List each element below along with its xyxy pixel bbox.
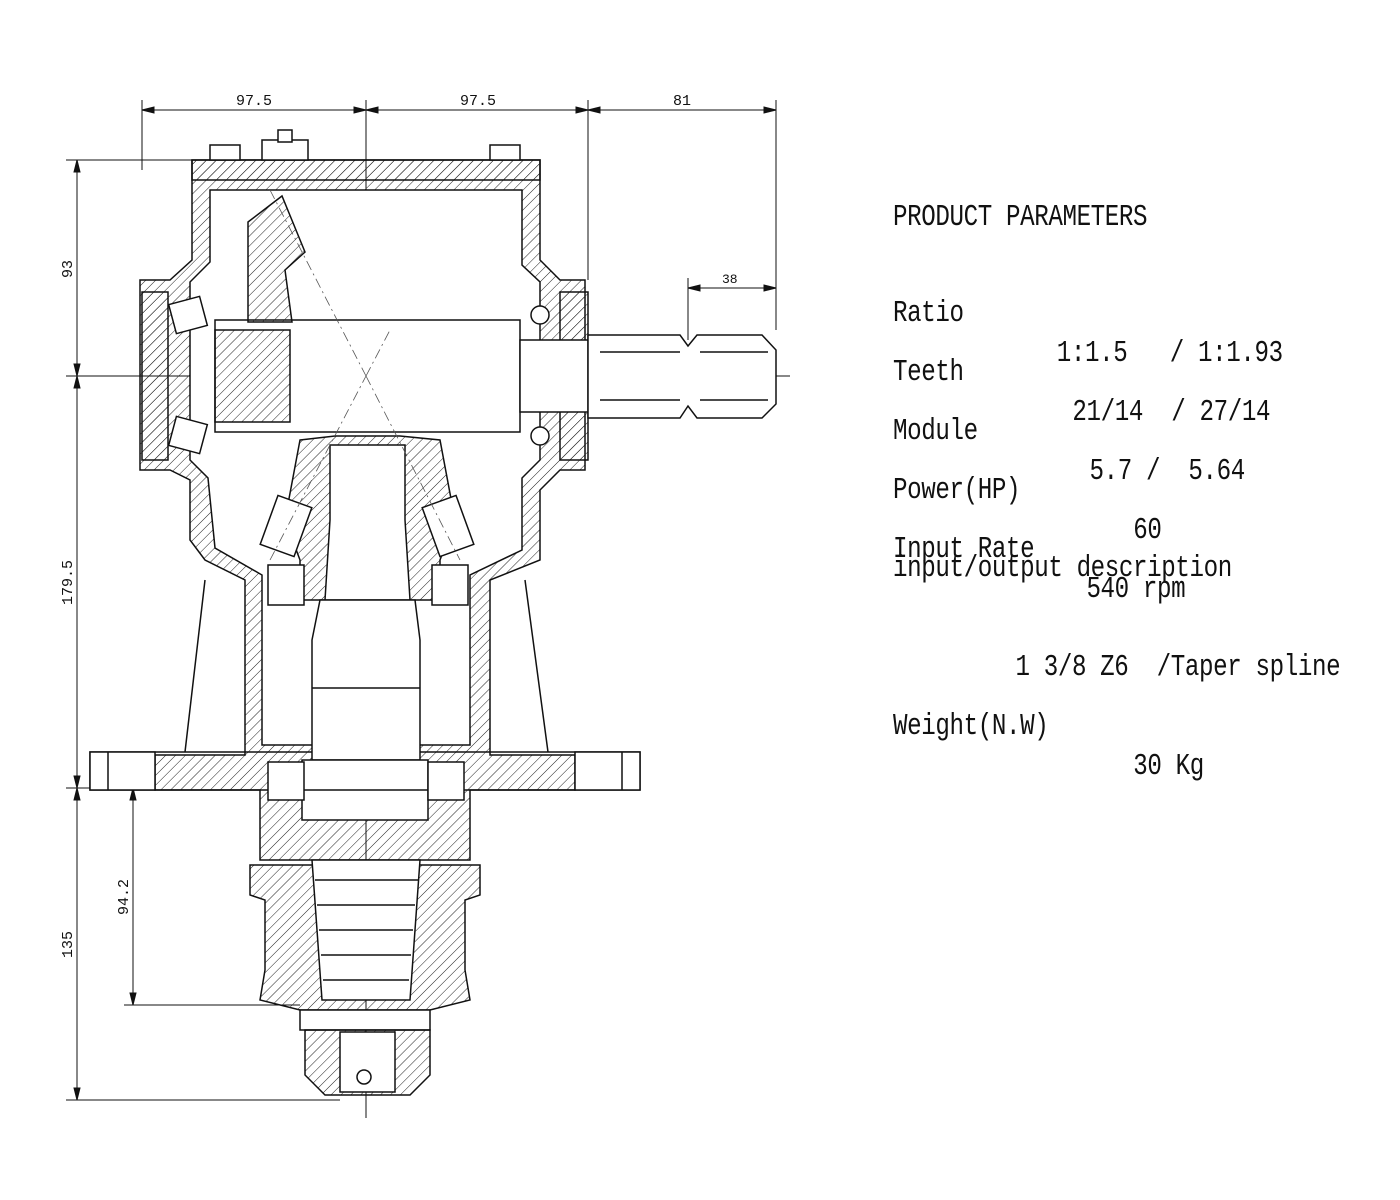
input-shaft [167,194,777,455]
io-description-value: 1 3/8 Z6 /Taper spline [1015,650,1341,685]
dim-left-lower: 135 [60,931,77,958]
teeth-row: Teeth 21/14 / 27/14 [893,313,1361,430]
power-row: Power(HP) 60 [893,431,1361,548]
weight-row: Weight(N.W) 30 Kg [893,667,1361,784]
teeth-label: Teeth [893,355,964,390]
io-description-label: input/output description [893,551,1232,586]
power-value: 60 [1133,513,1162,548]
module-label: Module [893,414,978,449]
dim-left-upper: 93 [60,260,77,278]
io-description-row: 1 3/8 Z6 /Taper spline [893,608,1361,685]
dim-inner-lower: 94.2 [116,879,133,915]
output-shaft [249,435,481,1096]
power-label: Power(HP) [893,473,1021,508]
dim-top-mid: 97.5 [460,93,496,110]
dim-left-mid: 179.5 [60,560,77,605]
ratio-label: Ratio [893,296,964,331]
teeth-value: 21/14 / 27/14 [1072,395,1271,430]
ratio-row: Ratio 1:1.5 / 1:1.93 [893,254,1361,371]
construction-lines [269,189,461,561]
weight-label: Weight(N.W) [893,709,1049,744]
module-row: Module 5.7 / 5.64 [893,372,1361,489]
dim-top-left: 97.5 [236,93,272,110]
dim-top-right: 81 [673,93,691,110]
input-rate-row: Input Rate 540 rpm [893,490,1361,607]
ratio-value: 1:1.5 / 1:1.93 [1056,336,1283,371]
parameters-title: PRODUCT PARAMETERS [893,200,1148,235]
input-rate-label: Input Rate [893,532,1035,567]
weight-value: 30 Kg [1133,749,1204,784]
input-rate-value: 540 rpm [1086,572,1186,607]
dim-shaft-width: 38 [722,272,738,287]
dimension-labels: 97.5 97.5 81 38 93 179.5 135 94.2 [60,93,738,958]
module-value: 5.7 / 5.64 [1089,454,1246,489]
